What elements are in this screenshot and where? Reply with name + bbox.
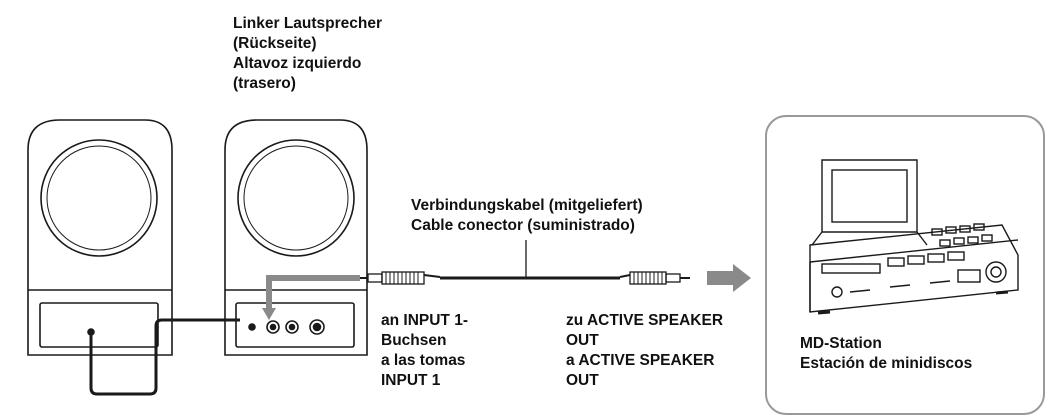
input-highlight-arrow [266, 275, 360, 310]
label-line: a ACTIVE SPEAKER [566, 352, 715, 369]
connecting-cable [360, 240, 690, 285]
jack-input-2 [285, 320, 299, 334]
md-station-display [831, 169, 908, 223]
cable-label: Verbindungskabel (mitgeliefert) Cable co… [411, 196, 643, 236]
jack-small [248, 323, 256, 331]
label-line: zu ACTIVE SPEAKER [566, 312, 724, 329]
right-speaker-rear-panel [39, 302, 159, 348]
plug-right [629, 271, 667, 285]
label-line: Linker Lautsprecher [233, 15, 383, 32]
jack-input-1 [266, 320, 280, 334]
label-line: (trasero) [233, 75, 296, 92]
label-line: OUT [566, 372, 599, 389]
label-line: a las tomas [381, 352, 466, 369]
label-line: INPUT 1 [381, 372, 441, 389]
left-speaker-rear [224, 119, 368, 356]
right-speaker-cabinet [27, 119, 173, 356]
label-line: an INPUT 1- [381, 312, 468, 329]
label-line: MD-Station [800, 335, 882, 352]
md-station-lid [821, 159, 918, 233]
right-speaker-jack [87, 328, 95, 336]
jack-speaker-out [309, 319, 325, 335]
right-speaker-woofer [40, 139, 158, 257]
label-line: Estación de minidiscos [800, 355, 973, 372]
left-speaker-rear-label: Linker Lautsprecher (Rückseite) Altavoz … [233, 14, 382, 94]
speaker-out-label: zu ACTIVE SPEAKER OUT a ACTIVE SPEAKER O… [566, 311, 723, 391]
label-line: Buchsen [381, 332, 447, 349]
left-speaker-woofer [237, 139, 355, 257]
output-arrow [707, 264, 751, 292]
label-line: Altavoz izquierdo [233, 55, 362, 72]
left-speaker-rear-panel [235, 302, 355, 348]
label-line: Cable conector (suministrado) [411, 217, 635, 234]
right-speaker [27, 119, 173, 356]
md-volume-knob [985, 261, 1007, 283]
speaker-interconnect-cable [89, 318, 240, 396]
label-line: Verbindungskabel (mitgeliefert) [411, 197, 643, 214]
input-jacks-label: an INPUT 1- Buchsen a las tomas INPUT 1 [381, 311, 468, 391]
md-station-device [809, 159, 1019, 315]
left-speaker-cabinet [224, 119, 368, 356]
label-line: (Rückseite) [233, 35, 317, 52]
plug-left [367, 273, 383, 283]
md-station-label: MD-Station Estación de minidiscos [800, 334, 972, 374]
label-line: OUT [566, 332, 599, 349]
md-slot [821, 263, 881, 274]
md-station-panel [765, 115, 1045, 415]
